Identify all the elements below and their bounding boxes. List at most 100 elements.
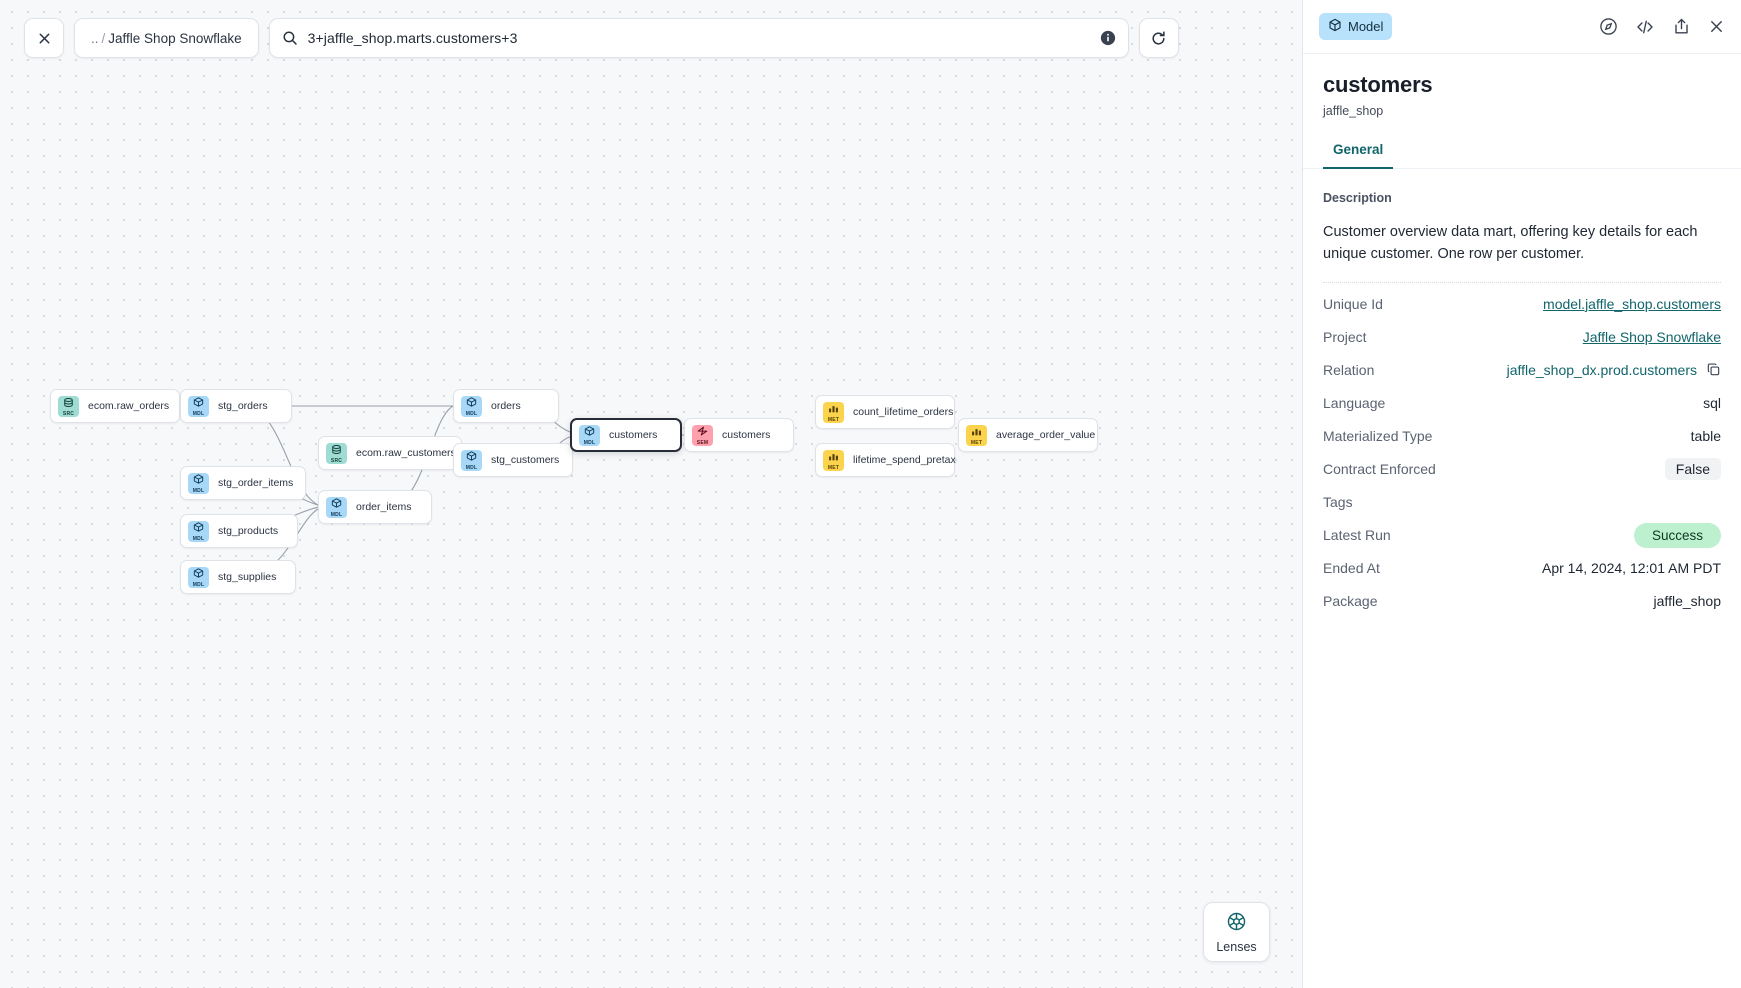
detail-row-key: Package xyxy=(1323,592,1378,609)
search-icon xyxy=(282,30,298,46)
graph-node-label: average_order_value xyxy=(996,429,1096,441)
code-icon[interactable] xyxy=(1635,17,1655,37)
src-badge-icon: SRC xyxy=(326,442,347,464)
mdl-badge-icon: MDL xyxy=(461,395,482,417)
detail-row-key: Project xyxy=(1323,328,1367,345)
detail-row-value-text[interactable]: jaffle_shop_dx.prod.customers xyxy=(1506,361,1697,378)
close-icon[interactable] xyxy=(1708,18,1725,35)
detail-row-key: Materialized Type xyxy=(1323,427,1433,444)
refresh-button[interactable] xyxy=(1138,18,1179,58)
detail-row: Materialized Type table xyxy=(1323,419,1721,452)
graph-node-label: count_lifetime_orders xyxy=(853,406,954,418)
graph-node-label: ecom.raw_customers xyxy=(356,447,456,459)
detail-row-key: Ended At xyxy=(1323,559,1380,576)
lenses-label: Lenses xyxy=(1216,939,1257,954)
detail-tabs: General xyxy=(1303,142,1741,169)
canvas-toolbar: ../Jaffle Shop Snowflake 3+jaffle_shop.m… xyxy=(24,18,1179,58)
sem-badge-icon: SEM xyxy=(692,424,713,446)
resource-type-label: Model xyxy=(1348,19,1384,34)
detail-row-value[interactable]: Jaffle Shop Snowflake xyxy=(1582,328,1721,345)
graph-node-label: stg_customers xyxy=(491,454,560,466)
graph-node-orders[interactable]: MDL orders xyxy=(453,389,559,423)
detail-panel-body: Description Customer overview data mart,… xyxy=(1303,169,1741,988)
graph-node-label: stg_orders xyxy=(218,400,268,412)
graph-node-customers_semantic[interactable]: SEM customers xyxy=(684,418,794,452)
detail-row-key: Relation xyxy=(1323,361,1375,378)
detail-row-key: Latest Run xyxy=(1323,526,1391,543)
detail-panel: Model xyxy=(1302,0,1741,988)
graph-node-ecom_raw_orders[interactable]: SRC ecom.raw_orders xyxy=(50,389,180,423)
mdl-badge-icon: MDL xyxy=(461,449,482,471)
graph-node-label: stg_order_items xyxy=(218,477,294,489)
graph-node-label: orders xyxy=(491,400,521,412)
detail-row-value[interactable]: jaffle_shop_dx.prod.customers xyxy=(1507,362,1721,378)
detail-row: Latest Run Success xyxy=(1323,518,1721,551)
detail-row-key: Unique Id xyxy=(1323,295,1383,312)
cube-icon xyxy=(1328,18,1342,35)
divider xyxy=(1323,282,1721,284)
detail-row: Relation jaffle_shop_dx.prod.customers xyxy=(1323,353,1721,386)
breadcrumb-separator: / xyxy=(101,30,106,46)
page-title: customers xyxy=(1323,72,1433,97)
mdl-badge-icon: MDL xyxy=(188,472,209,494)
mdl-badge-icon: MDL xyxy=(188,520,209,542)
graph-node-stg_customers[interactable]: MDL stg_customers xyxy=(453,443,573,477)
detail-row-value: Apr 14, 2024, 12:01 AM PDT xyxy=(1542,559,1721,576)
detail-row-value: table xyxy=(1690,427,1721,444)
detail-row-key: Contract Enforced xyxy=(1323,460,1436,477)
breadcrumb-project: Jaffle Shop Snowflake xyxy=(108,30,242,46)
graph-node-stg_products[interactable]: MDL stg_products xyxy=(180,514,298,548)
tab-general[interactable]: General xyxy=(1323,142,1394,169)
breadcrumb[interactable]: ../Jaffle Shop Snowflake xyxy=(74,18,259,58)
lenses-button[interactable]: Lenses xyxy=(1203,902,1270,962)
graph-node-stg_orders[interactable]: MDL stg_orders xyxy=(180,389,292,423)
detail-row-key: Tags xyxy=(1323,493,1353,510)
detail-row: Package jaffle_shop xyxy=(1323,584,1721,617)
detail-panel-header: Model xyxy=(1303,0,1741,54)
graph-node-stg_order_items[interactable]: MDL stg_order_items xyxy=(180,466,306,500)
detail-panel-title-block: customers jaffle_shop xyxy=(1303,54,1741,118)
aperture-icon xyxy=(1226,911,1247,937)
detail-row-value: Success xyxy=(1633,522,1721,548)
share-icon[interactable] xyxy=(1672,17,1691,36)
detail-row: Language sql xyxy=(1323,386,1721,419)
mdl-badge-icon: MDL xyxy=(579,424,600,446)
compass-icon[interactable] xyxy=(1599,17,1618,36)
graph-node-ecom_raw_customers[interactable]: SRC ecom.raw_customers xyxy=(318,436,462,470)
status-badge: Success xyxy=(1633,522,1721,548)
detail-row-key: Language xyxy=(1323,394,1386,411)
mdl-badge-icon: MDL xyxy=(188,395,209,417)
copy-icon[interactable] xyxy=(1706,362,1721,377)
detail-row-value: False xyxy=(1664,457,1721,480)
search-value: 3+jaffle_shop.marts.customers+3 xyxy=(307,30,518,46)
detail-row-value: jaffle_shop xyxy=(1653,592,1721,609)
graph-node-label: ecom.raw_orders xyxy=(88,400,170,412)
detail-row: Project Jaffle Shop Snowflake xyxy=(1323,320,1721,353)
graph-node-label: order_items xyxy=(356,501,412,513)
lineage-search-input[interactable]: 3+jaffle_shop.marts.customers+3 xyxy=(268,18,1129,58)
page-subtitle: jaffle_shop xyxy=(1323,104,1384,118)
detail-row-value: sql xyxy=(1703,394,1721,411)
graph-node-label: customers xyxy=(722,429,771,441)
graph-node-label: stg_supplies xyxy=(218,571,277,583)
src-badge-icon: SRC xyxy=(58,395,79,417)
breadcrumb-dots: .. xyxy=(91,30,99,46)
graph-node-stg_supplies[interactable]: MDL stg_supplies xyxy=(180,560,296,594)
detail-row: Unique Id model.jaffle_shop.customers xyxy=(1323,287,1721,320)
lineage-canvas[interactable]: ../Jaffle Shop Snowflake 3+jaffle_shop.m… xyxy=(0,0,1302,988)
detail-row-value[interactable]: model.jaffle_shop.customers xyxy=(1543,295,1721,312)
mdl-badge-icon: MDL xyxy=(188,566,209,588)
detail-row: Ended At Apr 14, 2024, 12:01 AM PDT xyxy=(1323,551,1721,584)
info-icon[interactable] xyxy=(1100,30,1116,46)
panel-header-actions xyxy=(1599,17,1725,37)
graph-node-label: stg_products xyxy=(218,525,279,537)
close-lineage-button[interactable] xyxy=(24,18,64,58)
detail-row: Contract Enforced False xyxy=(1323,452,1721,485)
